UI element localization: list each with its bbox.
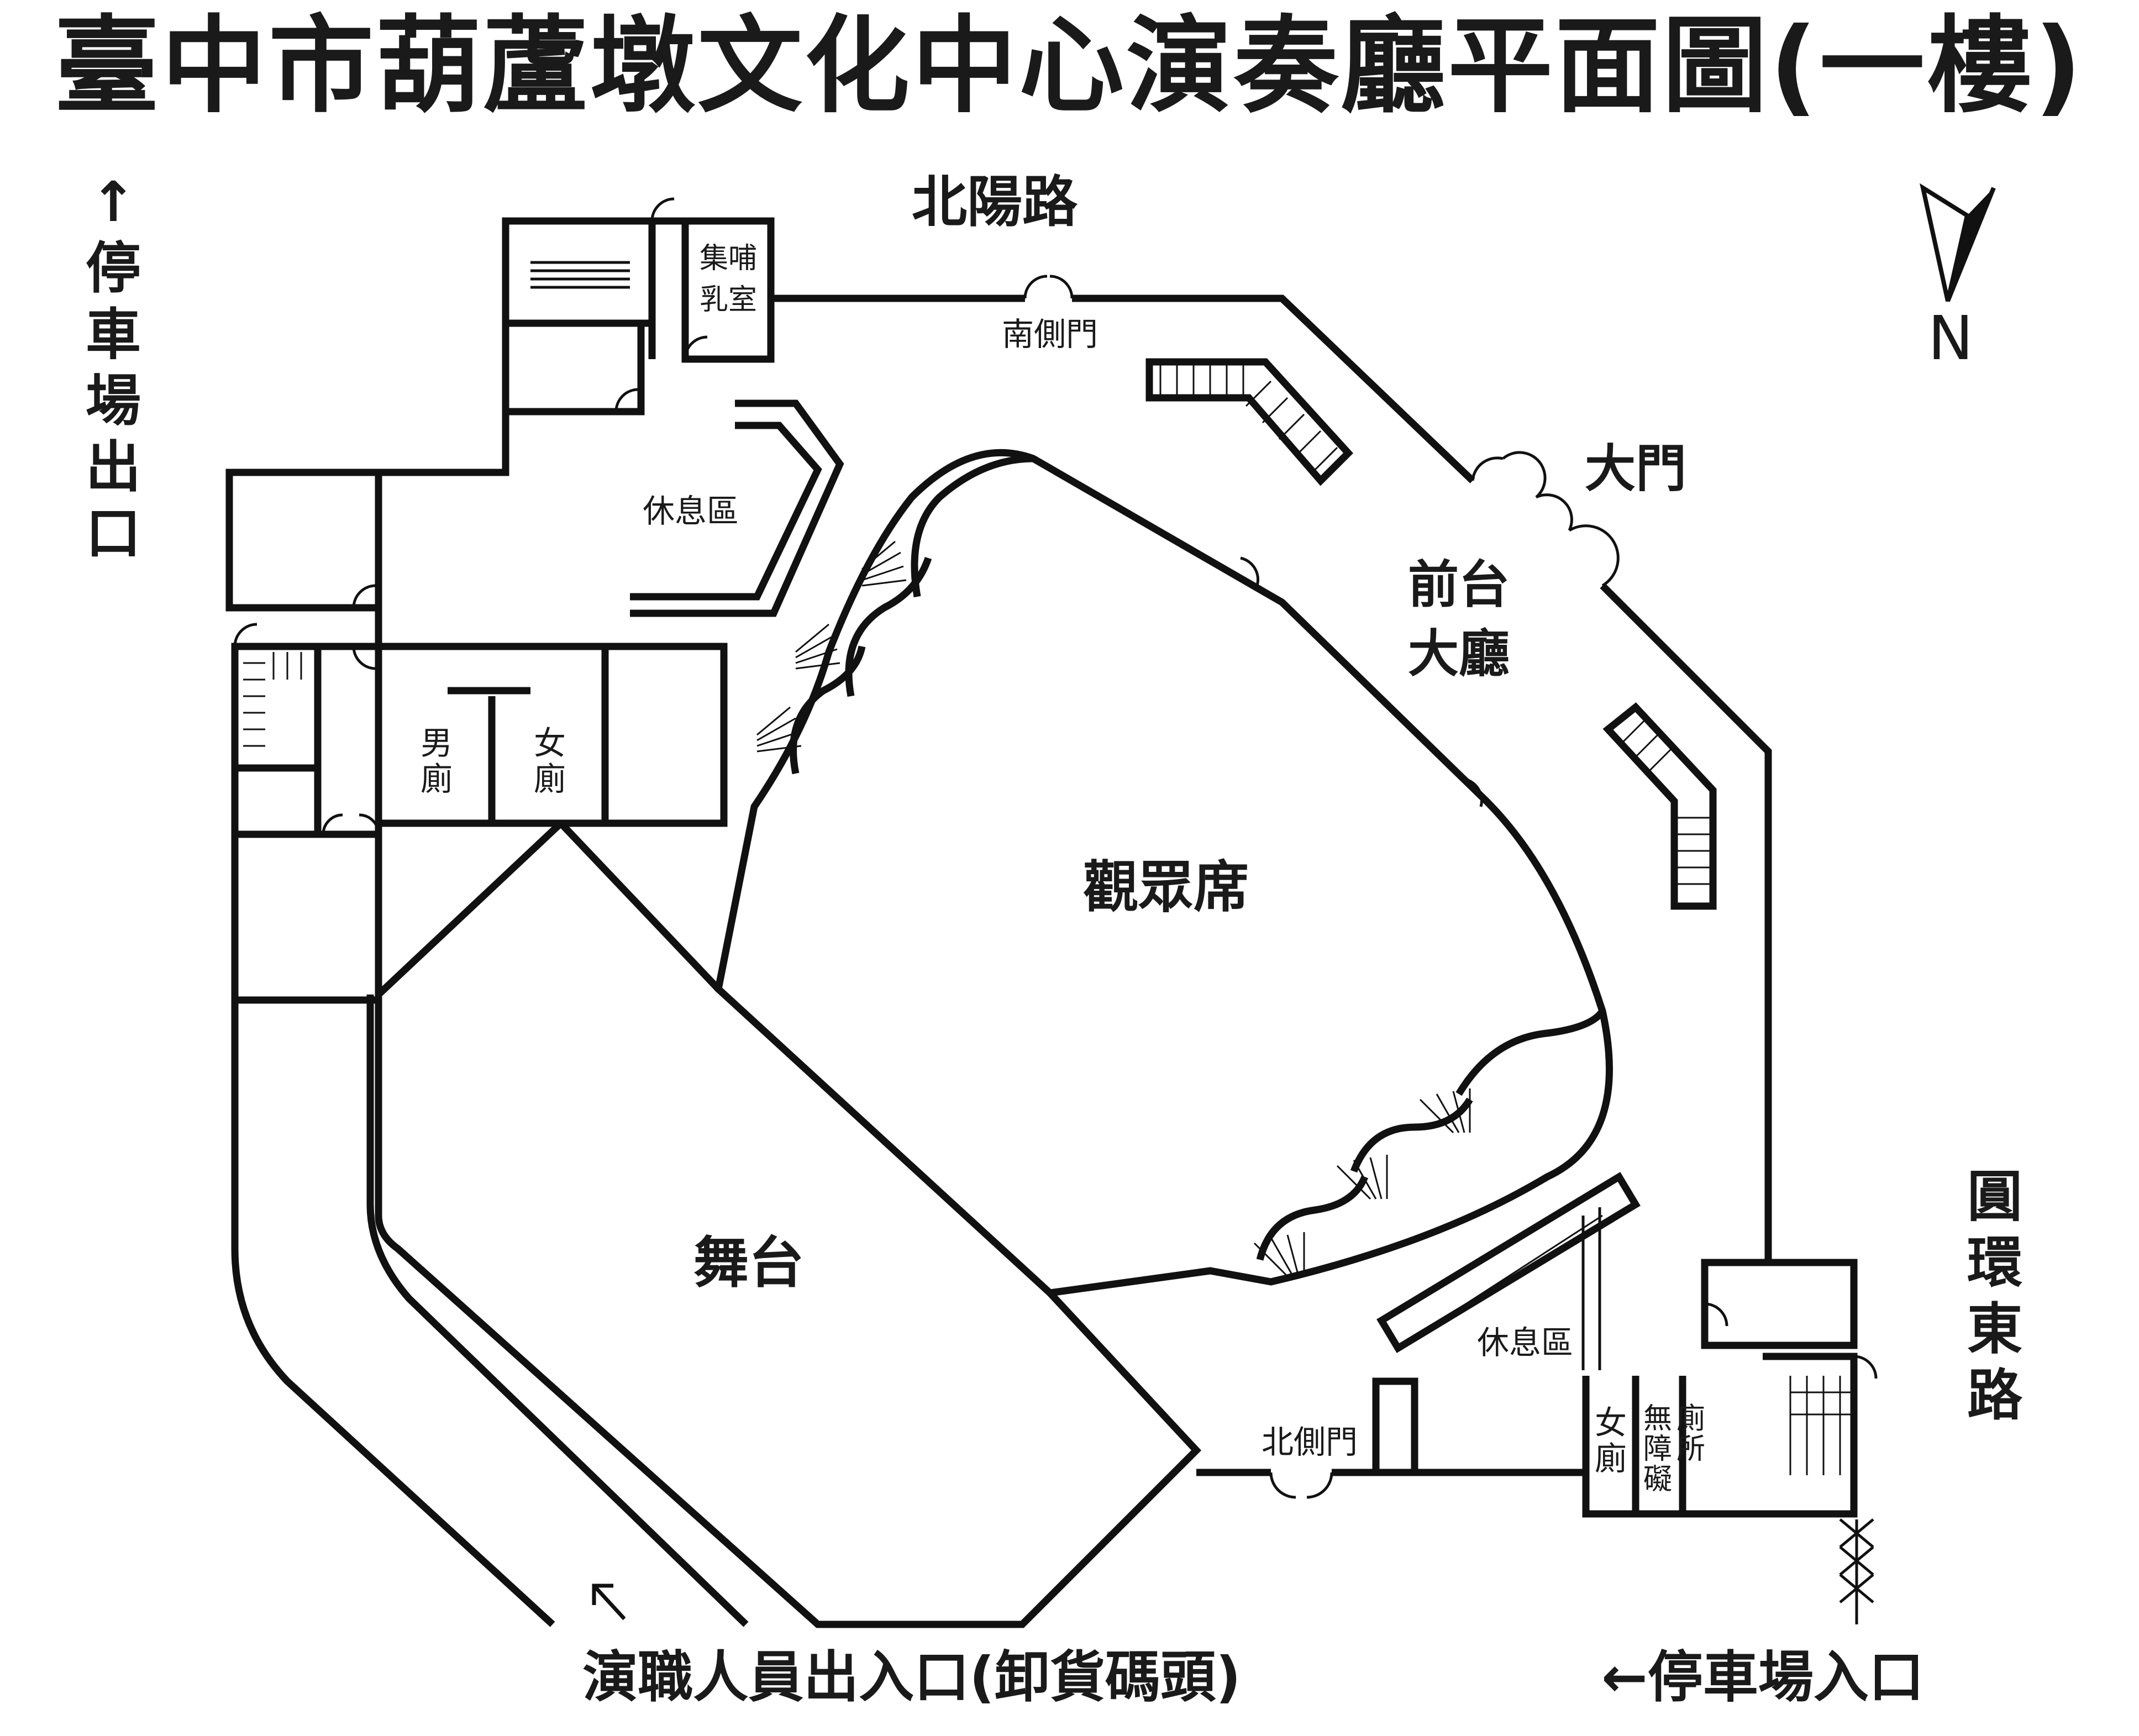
fan-stairs-south <box>1253 1088 1471 1277</box>
restroom-divider-1 <box>448 646 609 823</box>
svg-text:圓: 圓 <box>1967 1164 2022 1229</box>
north-side-door-label: 北側門 <box>1262 1423 1358 1461</box>
restroom-block <box>375 643 728 827</box>
auditorium-label: 觀眾席 <box>1083 855 1249 919</box>
south-lounge-line <box>1414 1214 1603 1338</box>
grand-stair-north <box>1145 358 1353 486</box>
svg-text:所: 所 <box>1676 1433 1705 1466</box>
svg-text:礙: 礙 <box>1643 1463 1672 1496</box>
womens-restroom-west-label: 女 廁 <box>534 724 566 798</box>
north-road-label: 北陽路 <box>912 170 1078 234</box>
svg-text:廁: 廁 <box>1676 1402 1705 1435</box>
south-stair-rail <box>1581 1207 1601 1370</box>
svg-text:女: 女 <box>1595 1404 1627 1442</box>
nw-connector-wall <box>375 217 685 646</box>
svg-text:東: 東 <box>1967 1297 2022 1361</box>
west-service-block <box>231 643 382 1004</box>
north-lounge-corridor <box>630 399 844 617</box>
box-seats-north <box>790 455 1034 775</box>
east-stair-treads <box>1789 1376 1851 1475</box>
svg-text:廁: 廁 <box>421 760 453 798</box>
south-lounge-bar <box>1376 1172 1641 1353</box>
north-arrow-icon <box>1920 183 1996 302</box>
auditorium-wall <box>714 449 1613 1297</box>
svg-text:↑: ↑ <box>90 170 136 234</box>
svg-text:停: 停 <box>86 236 141 301</box>
map-title: 臺中市葫蘆墩文化中心演奏廳平面圖(一樓) <box>54 5 2084 127</box>
svg-text:男: 男 <box>421 724 453 762</box>
west-inner-wall <box>366 995 749 1627</box>
svg-text:障: 障 <box>1643 1433 1672 1466</box>
svg-text:環: 環 <box>1967 1230 2022 1295</box>
svg-text:無: 無 <box>1643 1402 1672 1435</box>
fan-stairs-north <box>756 540 907 753</box>
staff-entrance-arrow-icon <box>592 1584 626 1621</box>
grand-stair-east <box>1602 702 1717 910</box>
svg-text:車: 車 <box>86 302 141 367</box>
nw-room-a <box>225 469 382 612</box>
stage-upper-edge <box>558 820 721 992</box>
nursing-room-label-line2: 乳室 <box>700 283 757 317</box>
svg-text:場: 場 <box>86 369 141 433</box>
mens-restroom-label: 男 廁 <box>421 724 453 798</box>
svg-text:廁: 廁 <box>1595 1440 1627 1477</box>
lobby-label-line2: 大廳 <box>1408 624 1510 683</box>
loading-lift-icon <box>1839 1518 1874 1624</box>
parking-exit-label: ↑ 停 車 場 出 口 <box>86 170 141 566</box>
nursing-room-label-line1: 集哺 <box>700 242 757 275</box>
nw-stair-treads <box>530 261 630 289</box>
parking-entrance-label: ←停車場入口 <box>1601 1645 1924 1709</box>
south-side-door-label: 南側門 <box>1002 315 1098 353</box>
svg-text:廁: 廁 <box>534 760 566 798</box>
svg-text:女: 女 <box>534 724 566 762</box>
west-outer-wall <box>231 1000 555 1627</box>
north-facade-wall <box>771 294 1772 1262</box>
lobby-label-line1: 前台 <box>1408 555 1510 614</box>
east-block-wall <box>1701 1259 1858 1349</box>
main-gate-label: 大門 <box>1585 439 1686 498</box>
nw-room-b <box>379 319 645 476</box>
west-stair-treads <box>243 652 302 747</box>
west-stair-box <box>235 643 322 772</box>
south-lounge-walls <box>1372 1376 1686 1514</box>
staff-entrance-label: 演職人員出入口(卸貨碼頭) <box>582 1645 1241 1709</box>
nursing-room-box <box>681 217 775 363</box>
stage-label: 舞台 <box>693 1230 804 1295</box>
womens-restroom-east-label: 女 廁 <box>1595 1404 1627 1477</box>
box-seats-south <box>1256 1009 1606 1261</box>
south-facade-wall <box>1196 1469 1854 1518</box>
door-symbols <box>233 197 1878 1499</box>
svg-text:口: 口 <box>86 501 141 566</box>
north-lounge-label: 休息區 <box>643 492 739 530</box>
accessible-restroom-label: 無 障 礙 廁 所 <box>1643 1402 1705 1496</box>
south-lounge-label: 休息區 <box>1477 1324 1573 1361</box>
svg-text:路: 路 <box>1967 1363 2023 1428</box>
north-label: N <box>1928 303 1973 373</box>
stage-outline <box>375 820 1202 1628</box>
west-small-room <box>235 764 322 838</box>
svg-text:出: 出 <box>86 435 141 499</box>
east-road-label: 圓 環 東 路 <box>1967 1164 2023 1428</box>
